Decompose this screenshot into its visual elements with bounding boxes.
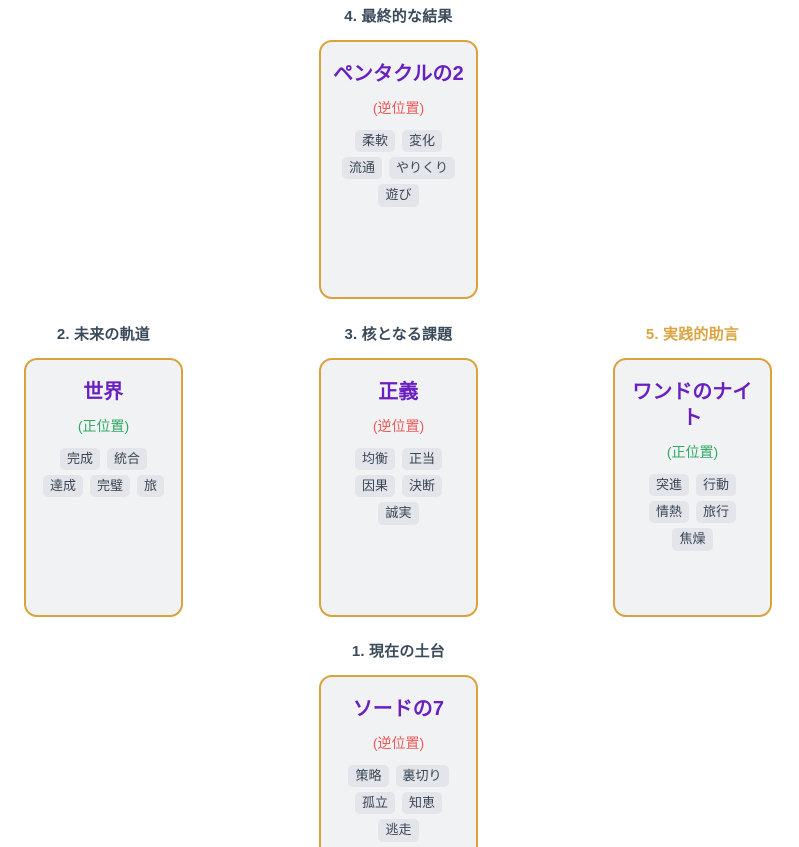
card-title-4: ペンタクルの2 bbox=[333, 63, 464, 85]
keyword-tag: 誠実 bbox=[378, 502, 419, 525]
keyword-tag: 均衡 bbox=[354, 447, 395, 471]
keyword-tag: 裏切り bbox=[395, 764, 449, 788]
keyword-tag: 焦燥 bbox=[672, 528, 713, 551]
keyword-tag: 柔軟 bbox=[354, 129, 395, 153]
card-orientation-5: (正位置) bbox=[666, 444, 719, 460]
keyword-tag: 変化 bbox=[402, 129, 443, 153]
spread-slot-1: 1. 現在の土台 ソードの7 (逆位置) 策略 裏切り 孤立 知恵 逃走 bbox=[319, 641, 478, 847]
card-orientation-3: (逆位置) bbox=[372, 418, 425, 434]
position-label-1: 1. 現在の土台 bbox=[351, 643, 446, 660]
position-label-5: 5. 実践的助言 bbox=[645, 326, 740, 343]
keyword-tag: 旅行 bbox=[696, 501, 737, 524]
keyword-tag: 決断 bbox=[402, 475, 443, 498]
keyword-tag: 策略 bbox=[348, 764, 389, 788]
keyword-tag: 孤立 bbox=[354, 792, 395, 815]
card-orientation-1: (逆位置) bbox=[372, 735, 425, 751]
card-keywords-5: 突進 行動 情熱 旅行 焦燥 bbox=[625, 473, 760, 551]
card-keywords-4: 柔軟 変化 流通 やりくり 遊び bbox=[331, 129, 466, 207]
keyword-tag: 旅 bbox=[137, 475, 165, 498]
card-keywords-1: 策略 裏切り 孤立 知恵 逃走 bbox=[331, 764, 466, 842]
keyword-tag: 突進 bbox=[648, 473, 689, 497]
tarot-card-3[interactable]: 正義 (逆位置) 均衡 正当 因果 決断 誠実 bbox=[319, 358, 478, 617]
keyword-tag: 逃走 bbox=[378, 819, 419, 842]
keyword-tag: 達成 bbox=[42, 475, 83, 498]
spread-slot-2: 2. 未来の軌道 世界 (正位置) 完成 統合 達成 完璧 旅 bbox=[24, 324, 183, 617]
keyword-tag: やりくり bbox=[389, 157, 456, 180]
tarot-card-1[interactable]: ソードの7 (逆位置) 策略 裏切り 孤立 知恵 逃走 bbox=[319, 675, 478, 847]
spread-slot-4: 4. 最終的な結果 ペンタクルの2 (逆位置) 柔軟 変化 流通 やりくり 遊び bbox=[319, 6, 478, 299]
keyword-tag: 流通 bbox=[341, 157, 382, 180]
keyword-tag: 完璧 bbox=[89, 475, 130, 498]
card-orientation-2: (正位置) bbox=[77, 418, 130, 434]
tarot-card-2[interactable]: 世界 (正位置) 完成 統合 達成 完璧 旅 bbox=[24, 358, 183, 617]
keyword-tag: 完成 bbox=[59, 447, 100, 471]
card-keywords-3: 均衡 正当 因果 決断 誠実 bbox=[331, 447, 466, 525]
card-title-3: 正義 bbox=[378, 381, 419, 403]
card-keywords-2: 完成 統合 達成 完璧 旅 bbox=[36, 447, 171, 498]
card-title-1: ソードの7 bbox=[352, 698, 445, 720]
position-label-3: 3. 核となる課題 bbox=[344, 326, 453, 343]
keyword-tag: 因果 bbox=[354, 475, 395, 498]
keyword-tag: 統合 bbox=[107, 447, 148, 471]
card-title-2: 世界 bbox=[83, 381, 124, 403]
spread-slot-5: 5. 実践的助言 ワンドのナイト (正位置) 突進 行動 情熱 旅行 焦燥 bbox=[613, 324, 772, 617]
keyword-tag: 行動 bbox=[696, 473, 737, 497]
position-label-2: 2. 未来の軌道 bbox=[56, 326, 151, 343]
tarot-card-5[interactable]: ワンドのナイト (正位置) 突進 行動 情熱 旅行 焦燥 bbox=[613, 358, 772, 617]
card-title-5: ワンドのナイト bbox=[632, 381, 753, 429]
keyword-tag: 知恵 bbox=[402, 792, 443, 815]
keyword-tag: 遊び bbox=[378, 184, 419, 207]
spread-slot-3: 3. 核となる課題 正義 (逆位置) 均衡 正当 因果 決断 誠実 bbox=[319, 324, 478, 617]
keyword-tag: 情熱 bbox=[648, 501, 689, 524]
card-orientation-4: (逆位置) bbox=[372, 100, 425, 116]
position-label-4: 4. 最終的な結果 bbox=[344, 8, 453, 25]
tarot-card-4[interactable]: ペンタクルの2 (逆位置) 柔軟 変化 流通 やりくり 遊び bbox=[319, 40, 478, 299]
keyword-tag: 正当 bbox=[402, 447, 443, 471]
